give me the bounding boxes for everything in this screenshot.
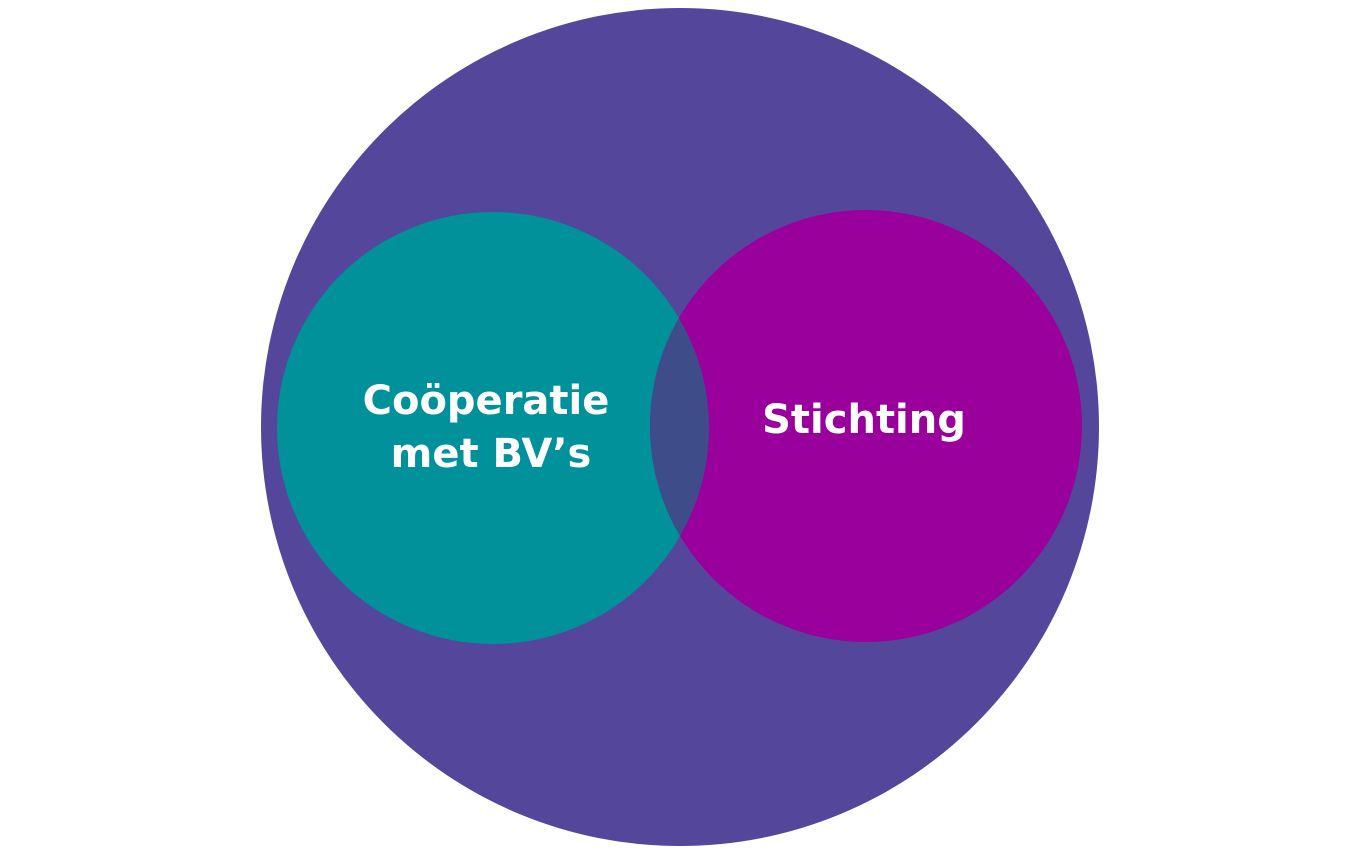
stichting-label: Stichting (762, 397, 966, 443)
cooperatie-circle (277, 212, 709, 644)
cooperatie-label-line1: Coöperatie (363, 378, 610, 424)
cooperatie-label-line2: met BV’s (391, 431, 592, 477)
stichting-circle (650, 210, 1082, 642)
